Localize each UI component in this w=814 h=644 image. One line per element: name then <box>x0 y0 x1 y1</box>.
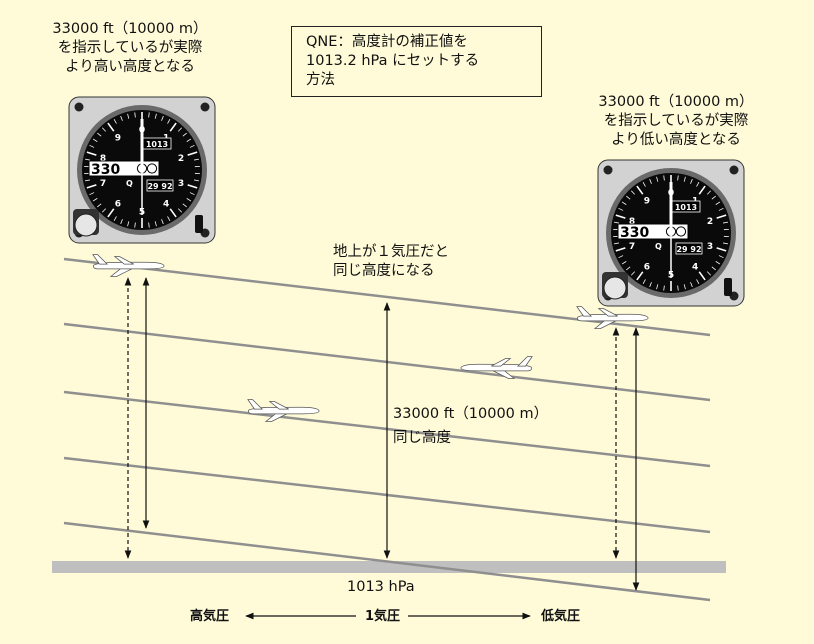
altitude-counter: 330 <box>91 162 120 178</box>
right-gauge-annotation: 33000 ft（10000 m） を指示しているが実際 より低い高度となる <box>586 93 766 150</box>
altimeter-q-mark: Q <box>126 179 133 188</box>
left-gauge-note-line2: を指示しているが実際 <box>57 40 203 56</box>
qne-definition-box: QNE：高度計の補正値を 1013.2 hPa にセットする 方法 <box>291 26 542 97</box>
altimeter-setting-hpa: 1013 <box>146 140 168 149</box>
left-gauge-note-line1: 33000 ft（10000 m） <box>52 21 208 37</box>
standard-note-line2: 同じ高度になる <box>333 263 435 279</box>
altimeter-setting-inhg: 29 92 <box>676 245 701 254</box>
standard-pressure-label: 1気圧 <box>365 609 401 624</box>
ground-band <box>52 561 726 573</box>
dial-numeral: 8 <box>629 217 635 227</box>
dial-numeral: 2 <box>707 217 713 227</box>
altimeter-gauge-right: 0123456789 1013 29 92 330 Q <box>597 159 745 307</box>
ground-pressure-label: 1013 hPa <box>347 579 415 595</box>
airplane-icon-left <box>92 254 165 277</box>
altitude-note-line2: 同じ高度 <box>393 430 451 446</box>
altimeter-setting-hpa: 1013 <box>675 203 697 212</box>
high-pressure-label: 高気圧 <box>190 609 230 624</box>
qne-line1: QNE：高度計の補正値を <box>306 34 468 50</box>
dial-numeral: 7 <box>100 179 106 189</box>
altitude-note-line1: 33000 ft（10000 m） <box>393 406 549 422</box>
right-gauge-note-line1: 33000 ft（10000 m） <box>598 94 754 110</box>
altitude-counter: 330 <box>620 225 649 241</box>
low-pressure-label: 低気圧 <box>541 609 581 624</box>
right-gauge-note-line2: を指示しているが実際 <box>603 113 749 129</box>
dial-numeral: 9 <box>644 196 650 206</box>
left-gauge-annotation: 33000 ft（10000 m） を指示しているが実際 より高い高度となる <box>40 20 220 77</box>
dial-numeral: 3 <box>707 242 713 252</box>
standard-pressure-annotation: 地上が１気圧だと 同じ高度になる <box>333 243 449 281</box>
dial-numeral: 3 <box>178 179 184 189</box>
altitude-annotation: 33000 ft（10000 m） 同じ高度 <box>393 402 548 450</box>
standard-note-line1: 地上が１気圧だと <box>333 244 449 260</box>
right-gauge-note-line3: より低い高度となる <box>611 132 741 148</box>
altimeter-q-mark: Q <box>655 242 662 251</box>
airplane-icon-right <box>576 306 649 329</box>
dial-numeral: 6 <box>644 263 650 273</box>
isobar-5 <box>63 521 711 602</box>
dial-numeral: 4 <box>163 200 169 210</box>
dial-numeral: 4 <box>692 263 698 273</box>
altimeter-setting-inhg: 29 92 <box>147 182 172 191</box>
qne-line3: 方法 <box>306 72 335 88</box>
dial-numeral: 6 <box>115 200 121 210</box>
altimeter-gauge-left: 0123456789 1013 29 92 330 Q <box>68 96 216 244</box>
dial-numeral: 2 <box>178 154 184 164</box>
qne-line2: 1013.2 hPa にセットする <box>306 53 480 69</box>
dial-numeral: 9 <box>115 133 121 143</box>
left-gauge-note-line3: より高い高度となる <box>65 59 195 75</box>
dial-numeral: 7 <box>629 242 635 252</box>
dial-numeral: 8 <box>100 154 106 164</box>
